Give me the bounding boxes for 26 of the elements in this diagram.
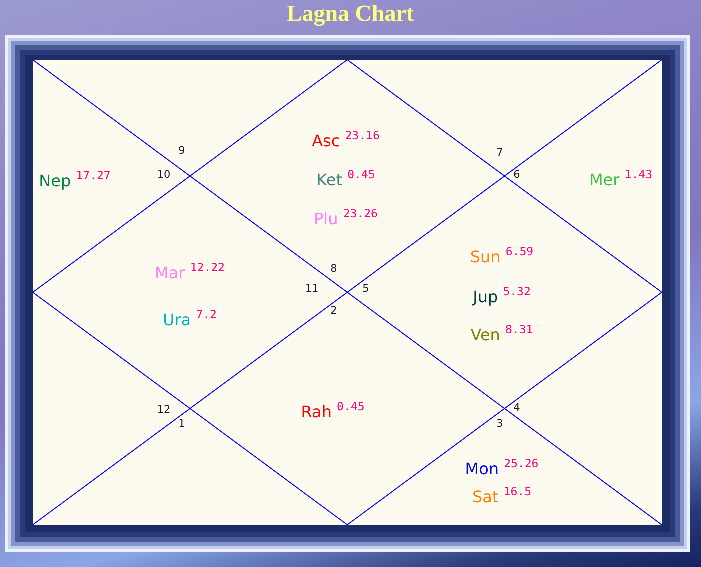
sign-number: 5 xyxy=(362,284,370,296)
sign-number: 12 xyxy=(157,405,171,417)
planet-label: Mon $^{25.26}$ xyxy=(465,459,539,479)
planet-label: Sat $^{16.5}$ xyxy=(472,487,532,507)
planet-label: Mer $^{1.43}$ xyxy=(590,170,652,190)
sign-number: 7 xyxy=(496,148,504,160)
planet-label: Ket $^{0.45}$ xyxy=(316,170,376,190)
sign-number: 3 xyxy=(496,419,504,431)
planet-label: Mar $^{12.22}$ xyxy=(155,263,225,283)
planet-label: Asc $^{23.16}$ xyxy=(312,131,380,151)
sign-number: 6 xyxy=(514,170,520,182)
sign-number: 10 xyxy=(157,170,171,182)
planet-label: Ven $^{8.31}$ xyxy=(470,325,534,345)
planet-label: Jup $^{5.32}$ xyxy=(473,287,531,307)
chart-title: Lagna Chart xyxy=(286,1,414,26)
sign-number: 1 xyxy=(178,419,186,431)
sign-number: 8 xyxy=(330,264,338,276)
sign-number: 2 xyxy=(330,306,338,318)
sign-number: 9 xyxy=(178,146,186,158)
planet-label: Sun $^{6.59}$ xyxy=(470,247,534,267)
planet-label: Nep $^{17.27}$ xyxy=(39,171,111,191)
sign-number: 4 xyxy=(514,403,520,415)
planet-label: Rah $^{0.45}$ xyxy=(301,402,365,422)
sign-number: 11 xyxy=(305,284,319,296)
planet-label: Plu $^{23.26}$ xyxy=(314,209,378,229)
planet-label: Ura $^{7.2}$ xyxy=(163,310,217,330)
